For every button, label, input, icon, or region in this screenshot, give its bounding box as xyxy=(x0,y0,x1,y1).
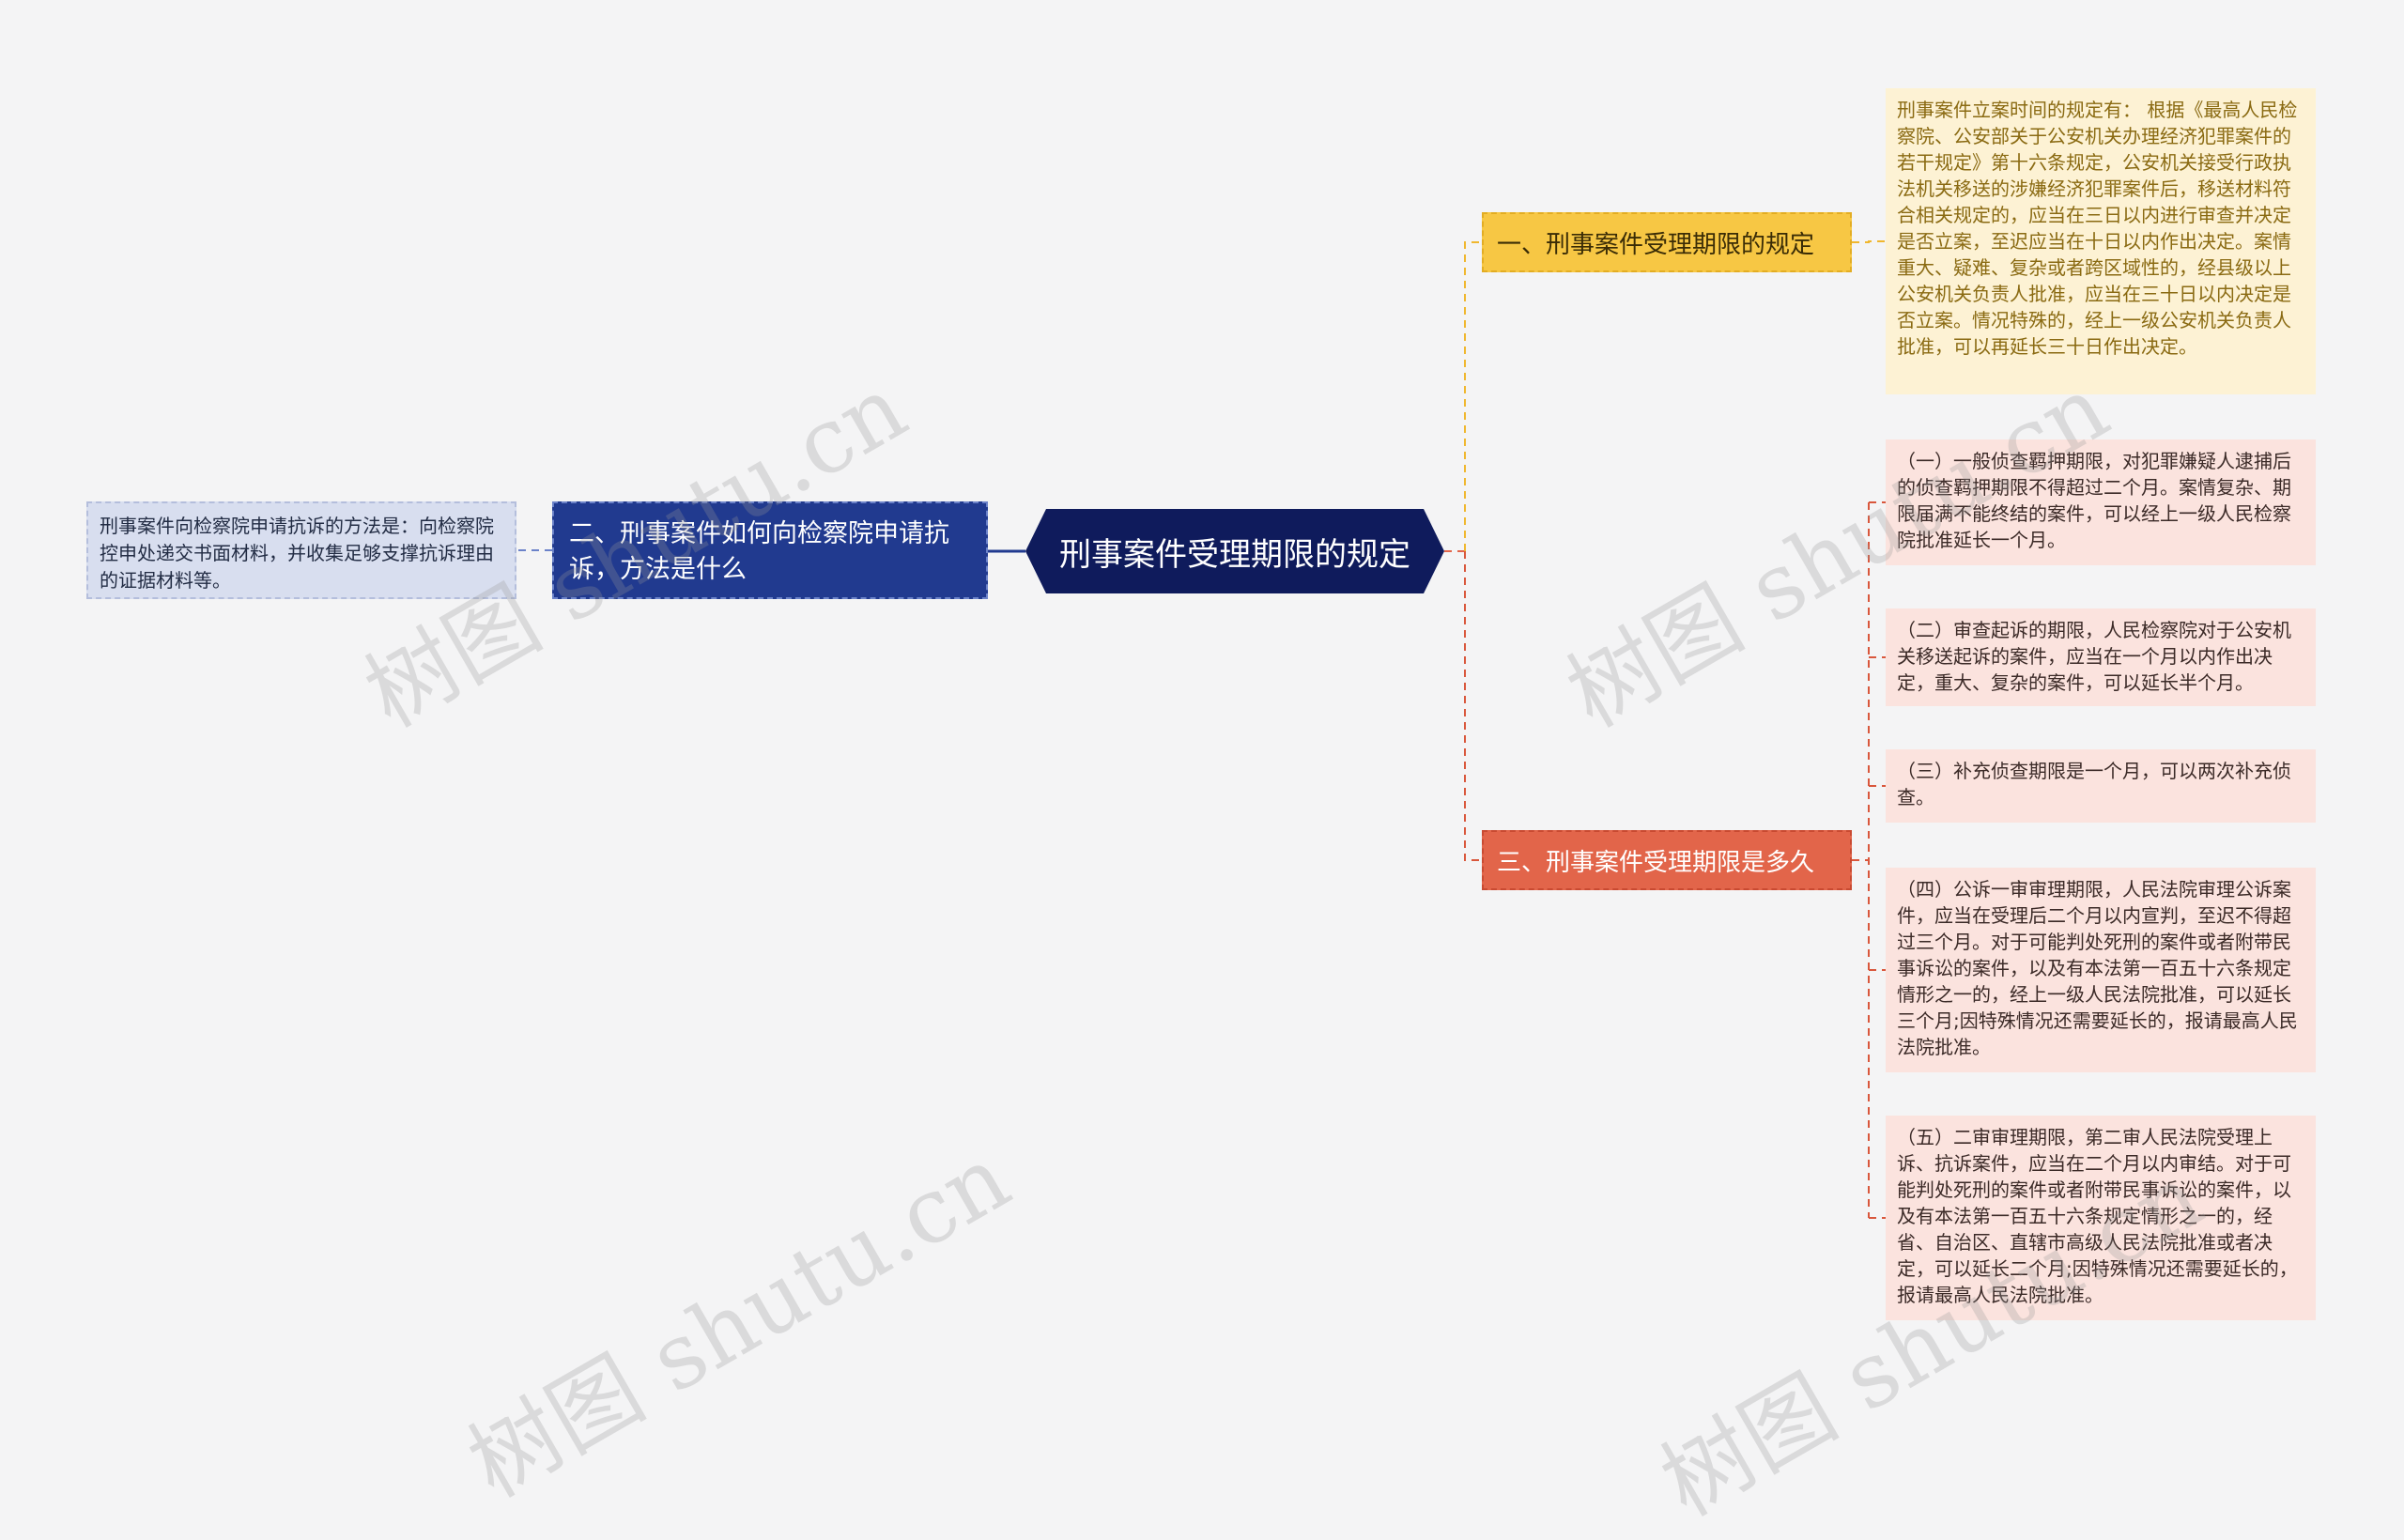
mind-map-canvas: 刑事案件受理期限的规定 二、刑事案件如何向检察院申请抗诉，方法是什么 刑事案件向… xyxy=(86,88,2316,1536)
leaf-first-instance-period-text: （四）公诉一审审理期限，人民法院审理公诉案件，应当在受理后二个月以内宣判，至迟不… xyxy=(1897,878,2298,1058)
leaf-second-instance-period-text: （五）二审审理期限，第二审人民法院受理上诉、抗诉案件，应当在二个月以内审结。对于… xyxy=(1897,1126,2298,1306)
watermark: 树图 shutu.cn xyxy=(452,1125,1026,1518)
connector-trunk-branch1 xyxy=(1464,241,1482,551)
leaf-prosecution-review-period-text: （二）审查起诉的期限，人民检察院对于公安机关移送起诉的案件，应当在一个月以内作出… xyxy=(1897,619,2291,694)
branch-topic-rules[interactable]: 一、刑事案件受理期限的规定 xyxy=(1482,212,1852,272)
branch-topic-duration-label: 三、刑事案件受理期限是多久 xyxy=(1497,848,1815,877)
root-topic[interactable]: 刑事案件受理期限的规定 xyxy=(1025,509,1444,593)
leaf-appeal-method-text: 刑事案件向检察院申请抗诉的方法是：向检察院控申处递交书面材料，并收集足够支撑抗诉… xyxy=(100,515,494,592)
connector-branch1-leaf xyxy=(1852,240,1886,243)
branch-topic-rules-label: 一、刑事案件受理期限的规定 xyxy=(1497,230,1815,259)
root-topic-label: 刑事案件受理期限的规定 xyxy=(1059,535,1410,574)
leaf-prosecution-review-period[interactable]: （二）审查起诉的期限，人民检察院对于公安机关移送起诉的案件，应当在一个月以内作出… xyxy=(1886,608,2316,706)
leaf-first-instance-period[interactable]: （四）公诉一审审理期限，人民法院审理公诉案件，应当在受理后二个月以内宣判，至迟不… xyxy=(1886,868,2316,1072)
leaf-second-instance-period[interactable]: （五）二审审理期限，第二审人民法院受理上诉、抗诉案件，应当在二个月以内审结。对于… xyxy=(1886,1116,2316,1320)
leaf-appeal-method[interactable]: 刑事案件向检察院申请抗诉的方法是：向检察院控申处递交书面材料，并收集足够支撑抗诉… xyxy=(86,501,516,599)
leaf-detention-period[interactable]: （一）一般侦查羁押期限，对犯罪嫌疑人逮捕后的侦查羁押期限不得超过二个月。案情复杂… xyxy=(1886,439,2316,565)
leaf-supplementary-investigation-text: （三）补充侦查期限是一个月，可以两次补充侦查。 xyxy=(1897,760,2291,808)
leaf-detention-period-text: （一）一般侦查羁押期限，对犯罪嫌疑人逮捕后的侦查羁押期限不得超过二个月。案情复杂… xyxy=(1897,450,2291,551)
branch-topic-appeal-label: 二、刑事案件如何向检察院申请抗诉，方法是什么 xyxy=(569,519,949,584)
branch-topic-appeal[interactable]: 二、刑事案件如何向检察院申请抗诉，方法是什么 xyxy=(552,501,988,599)
branch-topic-duration[interactable]: 三、刑事案件受理期限是多久 xyxy=(1482,830,1852,890)
leaf-filing-time-rules-text: 刑事案件立案时间的规定有： 根据《最高人民检察院、公安部关于公安机关办理经济犯罪… xyxy=(1897,99,2298,358)
leaf-filing-time-rules[interactable]: 刑事案件立案时间的规定有： 根据《最高人民检察院、公安部关于公安机关办理经济犯罪… xyxy=(1886,88,2316,394)
connector-trunk-branch3 xyxy=(1464,551,1482,861)
leaf-supplementary-investigation[interactable]: （三）补充侦查期限是一个月，可以两次补充侦查。 xyxy=(1886,749,2316,823)
